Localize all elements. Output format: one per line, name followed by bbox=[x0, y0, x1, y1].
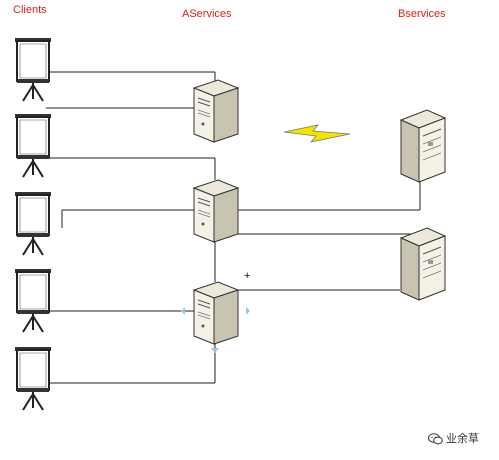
clients-label: Clients bbox=[13, 4, 47, 16]
lightning-bolt-icon bbox=[283, 124, 351, 143]
selection-handles bbox=[181, 307, 250, 353]
projector-screen-icon bbox=[14, 113, 52, 178]
tower-server-icon bbox=[193, 281, 239, 345]
rack-server-icon bbox=[400, 109, 446, 183]
rack-server-icon bbox=[400, 227, 446, 301]
projector-screen-icon bbox=[14, 191, 52, 256]
bservices-label: Bservices bbox=[398, 8, 446, 20]
plus-sign: + bbox=[244, 270, 250, 282]
projector-screen-icon bbox=[14, 268, 52, 333]
watermark: 业余草 bbox=[428, 430, 479, 446]
projector-screen-icon bbox=[14, 37, 52, 102]
watermark-text: 业余草 bbox=[446, 432, 479, 445]
wechat-icon bbox=[428, 433, 443, 445]
aservices-label: AServices bbox=[182, 8, 232, 20]
tower-server-icon bbox=[193, 179, 239, 243]
projector-screen-icon bbox=[14, 346, 52, 411]
tower-server-icon bbox=[193, 79, 239, 143]
connection-lines bbox=[46, 71, 421, 384]
